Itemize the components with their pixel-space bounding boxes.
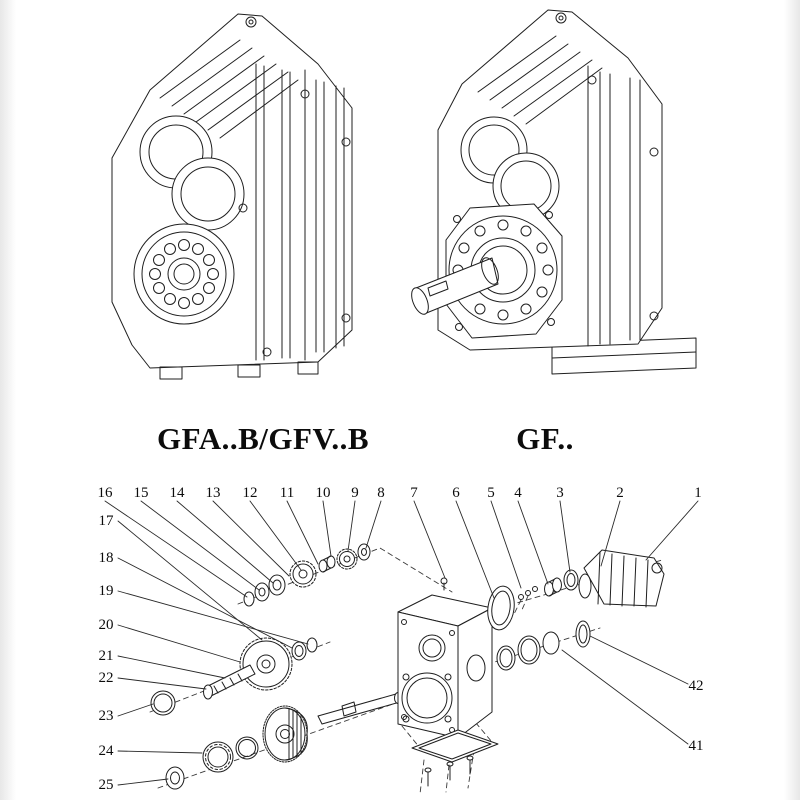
callout-7: 7: [410, 485, 418, 501]
bearing-bore: [133, 223, 235, 325]
callout-18: 18: [98, 550, 114, 566]
gearbox-gf-drawing: [411, 9, 697, 375]
input-unit-set: [487, 549, 665, 631]
callout-8: 8: [377, 485, 385, 501]
intermediate-gear-set: [150, 637, 318, 716]
output-gear-set: [165, 692, 402, 790]
leader-lines: [104, 500, 699, 786]
exploded-parts-drawing: [149, 543, 665, 795]
callout-24: 24: [98, 743, 114, 759]
callout-22: 22: [98, 670, 114, 686]
model-label-gf: GF..: [516, 421, 574, 456]
input-gear-set: [243, 543, 371, 607]
cover-plate-set: [411, 729, 499, 787]
callout-15: 15: [133, 485, 149, 501]
motor-adapter: [578, 549, 665, 608]
callout-9: 9: [351, 485, 359, 501]
output-flange: [445, 203, 563, 339]
callout-4: 4: [514, 485, 522, 501]
callout-11: 11: [279, 485, 295, 501]
gearbox-gfab-drawing: [111, 13, 353, 380]
ball-bearing: [202, 741, 234, 773]
callout-21: 21: [98, 648, 114, 664]
callout-12: 12: [242, 485, 258, 501]
callout-6: 6: [452, 485, 460, 501]
callout-10: 10: [315, 485, 331, 501]
output-shaft: [411, 257, 499, 315]
callout-14: 14: [169, 485, 185, 501]
callout-20: 20: [98, 617, 114, 633]
callout-3: 3: [556, 485, 564, 501]
callout-5: 5: [487, 485, 495, 501]
callout-1: 1: [694, 485, 702, 501]
model-label-gfab: GFA..B/GFV..B: [156, 421, 370, 456]
callout-41: 41: [688, 738, 704, 754]
seal-ring-set: [496, 620, 591, 671]
callout-13: 13: [205, 485, 221, 501]
callout-16: 16: [97, 485, 113, 501]
callout-25: 25: [98, 777, 114, 793]
callout-23: 23: [98, 708, 114, 724]
callout-19: 19: [98, 583, 114, 599]
callout-17: 17: [98, 513, 114, 529]
callout-42: 42: [688, 678, 704, 694]
gearbox-housing: [397, 577, 493, 739]
callout-2: 2: [616, 485, 624, 501]
